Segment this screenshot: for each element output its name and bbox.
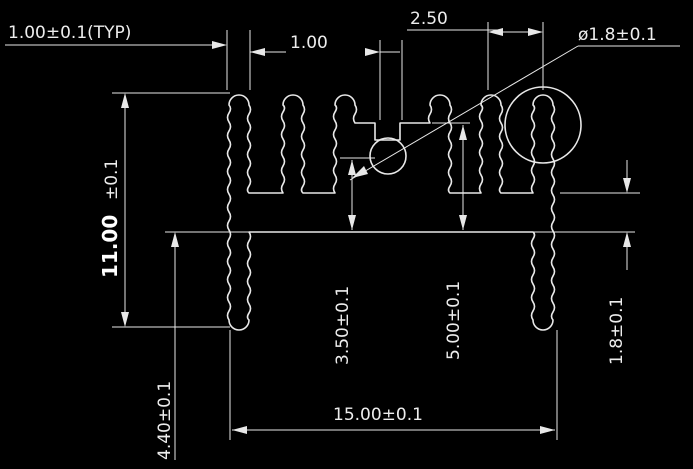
pin-offset-label: 1.8±0.1 [607,297,627,365]
dimension-labels: 1.00±0.1(TYP) 1.00 2.50 ø1.8±0.1 11.00 ±… [8,9,657,460]
fin-thickness-label: 1.00±0.1(TYP) [8,23,131,43]
small-hole-circle [369,137,407,175]
arrowheads [121,28,631,434]
total-width-label: 15.00±0.1 [333,405,423,425]
hole-diameter-label: ø1.8±0.1 [578,25,657,45]
gap-label: 1.00 [290,33,328,53]
heatsink-profile [226,94,556,331]
main-height-label: 11.00 [98,215,122,278]
slot-height-label: 5.00±0.1 [444,281,464,360]
mounting-hole-circle [504,86,582,164]
main-height-tolerance: ±0.1 [102,159,122,200]
heatsink-outline [226,86,582,331]
base-height-label: 3.50±0.1 [333,286,353,365]
pitch-label: 2.50 [410,9,448,29]
pin-length-label: 4.40±0.1 [155,381,175,460]
